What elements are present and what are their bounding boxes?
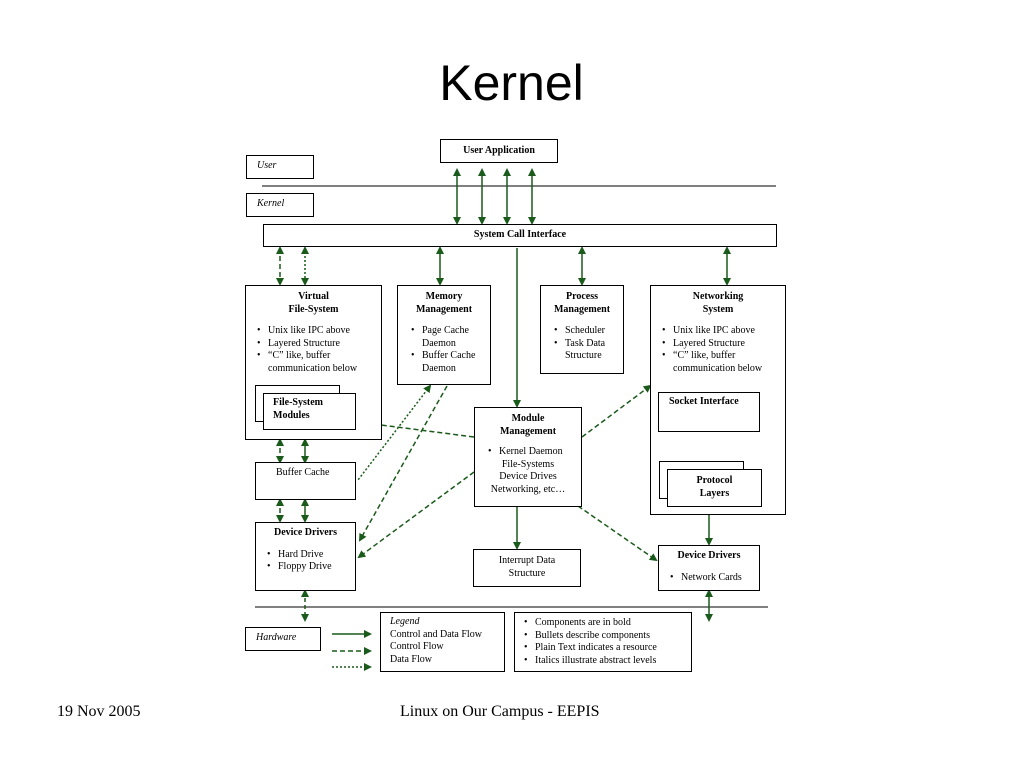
module-management-box: Module Management Kernel Daemon File-Sys…	[474, 407, 582, 507]
memory-management-box: Memory Management Page Cache Daemon Buff…	[397, 285, 491, 385]
dev-right-title: Device Drivers	[677, 550, 741, 561]
user-level-box: User	[246, 155, 314, 179]
legend-item: Control and Data Flow	[390, 628, 482, 640]
vfs-bullet: Layered Structure	[257, 338, 375, 351]
vfs-bullet: “C” like, buffer communication below	[257, 350, 375, 375]
mod-bullet: Kernel Daemon	[488, 446, 577, 459]
device-drivers-storage-box: Device Drivers Hard Drive Floppy Drive	[255, 522, 356, 591]
process-management-box: Process Management Scheduler Task Data S…	[540, 285, 624, 374]
net-bullet: “C” like, buffer communication below	[662, 350, 779, 375]
socket-interface-label: Socket Interface	[669, 396, 739, 407]
net-title-line2: System	[702, 303, 734, 315]
mod-title-line1: Module	[511, 413, 545, 424]
dev-right-bullet: Network Cards	[670, 572, 755, 585]
mem-bullet: Buffer Cache Daemon	[411, 350, 486, 375]
proc-bullet: Scheduler	[554, 325, 619, 338]
net-title-line1: Networking	[692, 291, 744, 302]
system-call-interface-label: System Call Interface	[473, 229, 567, 240]
protocol-line1: Protocol	[696, 475, 733, 486]
dev-left-bullet: Hard Drive	[267, 549, 351, 562]
mod-line: File-Systems	[501, 458, 555, 470]
mem-bullet: Page Cache Daemon	[411, 325, 486, 350]
notes-box: Components are in bold Bullets describe …	[514, 612, 692, 672]
vfs-title-line1: Virtual	[298, 291, 329, 302]
hardware-level-box: Hardware	[245, 627, 321, 651]
legend-box: Legend Control and Data Flow Control Flo…	[380, 612, 505, 672]
interrupt-line1: Interrupt Data	[498, 555, 556, 566]
footer-text: Linux on Our Campus - EEPIS	[400, 703, 600, 720]
buffer-cache-box: Buffer Cache	[255, 462, 356, 500]
vfs-title-line2: File-System	[288, 303, 339, 315]
fs-modules-line2: Modules	[273, 409, 310, 421]
protocol-layers-box: Protocol Layers	[667, 469, 762, 507]
user-application-box: User Application	[440, 139, 558, 163]
hardware-level-label: Hardware	[256, 632, 297, 643]
note-item: Bullets describe components	[524, 630, 689, 643]
note-item: Components are in bold	[524, 617, 689, 630]
dev-left-title: Device Drivers	[273, 527, 338, 538]
socket-interface-box: Socket Interface	[658, 392, 760, 432]
legend-item: Control Flow	[390, 641, 444, 652]
mem-title-line1: Memory	[425, 291, 463, 302]
mod-line: Device Drives	[499, 471, 557, 482]
interrupt-line2: Structure	[508, 567, 546, 579]
dev-left-bullet: Floppy Drive	[267, 561, 351, 574]
vfs-bullet: Unix like IPC above	[257, 325, 375, 338]
mod-title-line2: Management	[499, 425, 557, 437]
note-item: Plain Text indicates a resource	[524, 642, 689, 655]
proc-title-line2: Management	[553, 303, 611, 315]
mod-line: Networking, etc…	[490, 483, 566, 495]
buffer-cache-label: Buffer Cache	[276, 467, 330, 478]
note-item: Italics illustrate abstract levels	[524, 655, 689, 668]
kernel-level-label: Kernel	[257, 198, 285, 209]
slide-title: Kernel	[439, 55, 584, 111]
footer-date: 19 Nov 2005	[57, 703, 141, 720]
file-system-modules-box: File-System Modules	[263, 393, 356, 430]
legend-item: Data Flow	[390, 653, 432, 665]
fs-modules-line1: File-System	[273, 397, 323, 408]
protocol-line2: Layers	[699, 487, 730, 499]
net-bullet: Layered Structure	[662, 338, 779, 351]
interrupt-data-structure-box: Interrupt Data Structure	[473, 549, 581, 587]
net-bullet: Unix like IPC above	[662, 325, 779, 338]
proc-bullet: Task Data Structure	[554, 338, 619, 363]
legend-title: Legend	[390, 616, 420, 627]
system-call-interface-box: System Call Interface	[263, 224, 777, 247]
proc-title-line1: Process	[565, 291, 599, 302]
device-drivers-network-box: Device Drivers Network Cards	[658, 545, 760, 591]
user-application-label: User Application	[463, 145, 535, 156]
mem-title-line2: Management	[415, 303, 473, 315]
kernel-level-box: Kernel	[246, 193, 314, 217]
user-level-label: User	[257, 160, 277, 171]
